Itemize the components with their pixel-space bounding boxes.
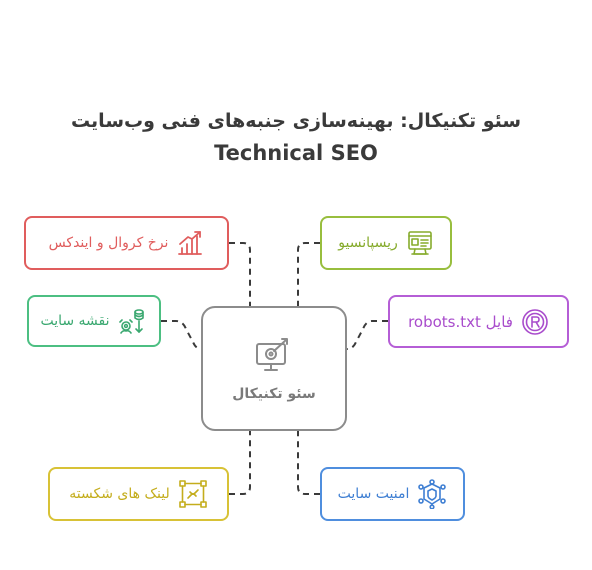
title-persian: سئو تکنیکال: بهینه‌سازی جنبه‌های فنی وب‌… (70, 110, 522, 132)
node-sitemap: نقشه سایت (27, 295, 161, 347)
connector-robots (346, 320, 388, 350)
target-monitor-icon (256, 337, 288, 371)
node-sec-label: امنیت سایت (337, 486, 410, 502)
broken-link-icon (178, 480, 207, 508)
connector-responsive (297, 242, 320, 306)
center-node-technical-seo: سئو تکنیکال (201, 306, 347, 431)
title-english: Technical SEO (214, 141, 378, 165)
node-broken-links: لینک های شکسته (48, 467, 229, 521)
security-shield-icon (418, 479, 447, 509)
connector-crawl (229, 242, 251, 306)
sitemap-database-icon (118, 309, 144, 334)
node-site-security: امنیت سایت (320, 467, 465, 521)
center-label: سئو تکنیکال (232, 385, 316, 402)
node-robots-label: فایل robots.txt (408, 312, 513, 331)
node-sitemap-label: نقشه سایت (40, 313, 110, 329)
growth-chart-icon (178, 231, 203, 255)
robot-badge-icon (522, 308, 548, 335)
node-robots-txt: فایل robots.txt (388, 295, 569, 348)
node-links-label: لینک های شکسته (69, 486, 170, 502)
connector-links (229, 431, 251, 495)
connector-sitemap (161, 320, 202, 350)
node-responsive: ریسپانسیو (320, 216, 452, 270)
node-crawl-label: نرخ کروال و ایندکس (48, 235, 169, 251)
node-crawl-index-rate: نرخ کروال و ایندکس (24, 216, 229, 270)
responsive-devices-icon (407, 231, 432, 255)
connector-security (297, 431, 320, 495)
node-resp-label: ریسپانسیو (338, 235, 398, 251)
